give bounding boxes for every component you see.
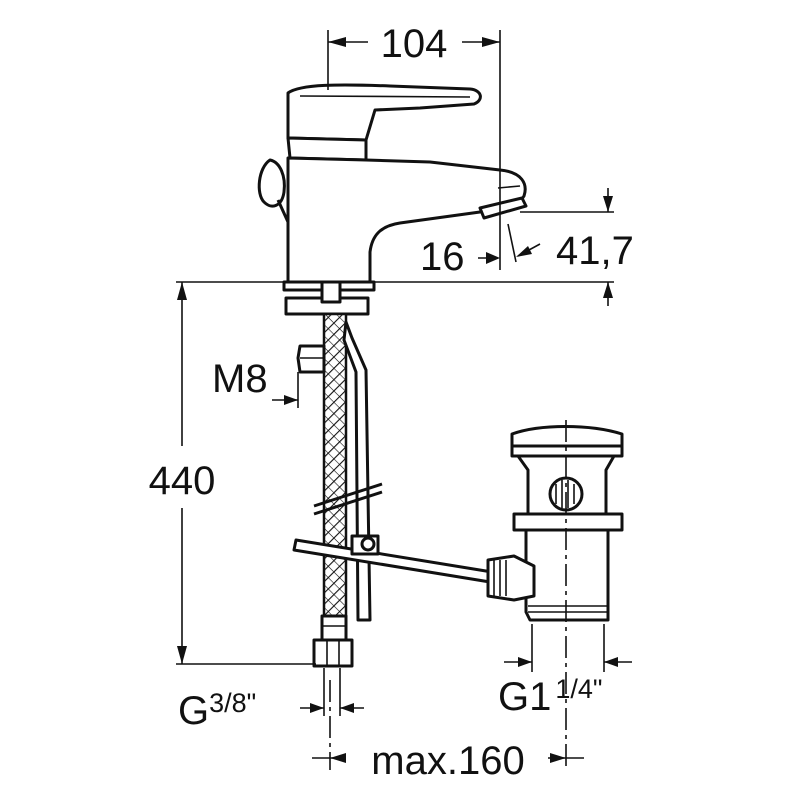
faucet-body (286, 156, 527, 284)
flex-hose (296, 280, 354, 668)
dim-outlet-height: 41,7 (556, 229, 634, 273)
dim-waste-distance: max.160 (371, 739, 524, 783)
dim-spout-reach: 104 (381, 22, 448, 66)
dim-total-height: 440 (149, 459, 216, 503)
faucet-lever (286, 83, 482, 142)
popup-waste (486, 425, 624, 622)
waste-thread-frac: 1/4" (555, 674, 602, 704)
waste-thread-main: G1 (498, 675, 551, 719)
dimension-lines (176, 30, 632, 763)
inlet-thread-frac: 3/8" (209, 688, 256, 718)
waste-plug (510, 425, 624, 450)
center-lines (329, 420, 567, 770)
faucet-aerator (478, 196, 528, 220)
faucet-cap (286, 136, 368, 162)
dim-mount-thread: M8 (212, 357, 268, 401)
popup-knob (257, 158, 286, 208)
dim-outlet-offset: 16 (420, 235, 465, 279)
faucet (257, 83, 528, 316)
inlet-thread-main: G (178, 689, 209, 733)
dim-inlet-thread: G3/8" (178, 688, 256, 733)
